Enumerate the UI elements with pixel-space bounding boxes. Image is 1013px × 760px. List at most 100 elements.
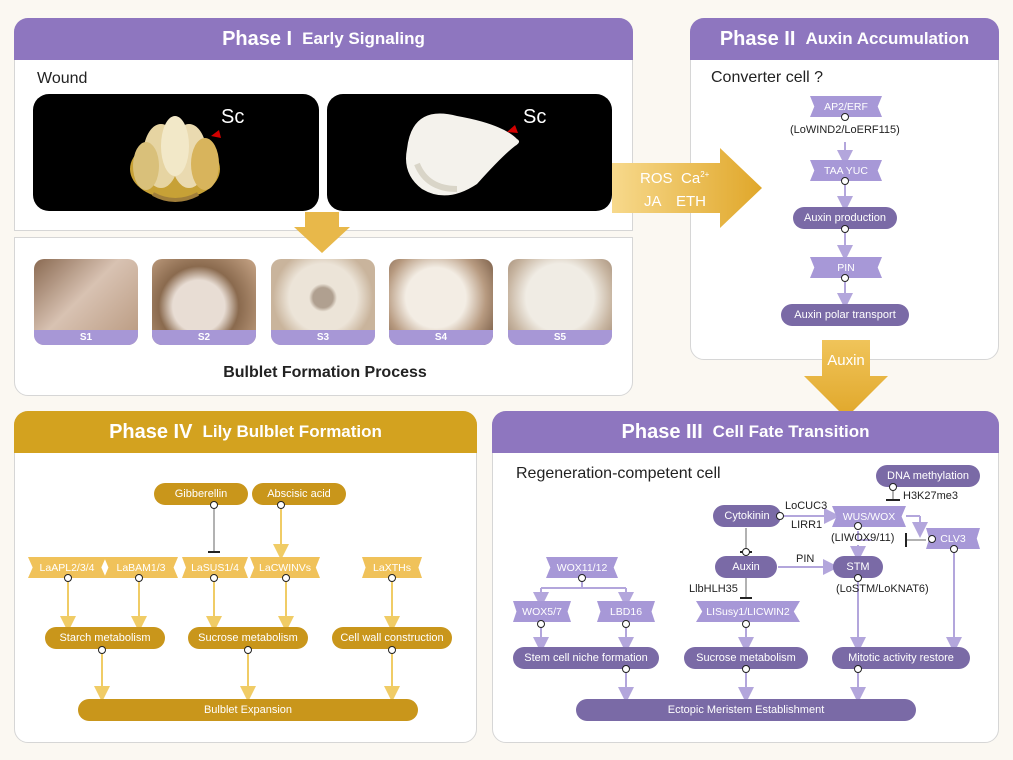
single-scale-image	[406, 113, 520, 196]
stage-s5-label: S5	[508, 330, 612, 345]
auxin-arrow-label: Auxin	[827, 352, 865, 369]
stage-s4: S4	[389, 259, 493, 345]
phase1-title: Early Signaling	[302, 29, 425, 48]
wound-label: Wound	[37, 70, 88, 87]
phase1-divider	[14, 230, 633, 238]
ap2-dot	[841, 113, 849, 121]
ectopic-meristem-node: Ectopic Meristem Establishment	[576, 699, 916, 721]
gibberellin-dot	[210, 501, 218, 509]
signal-ca-text: Ca	[681, 170, 701, 187]
signal-eth: ETH	[676, 193, 706, 210]
lisusy-node: LISusy1/LICWIN2	[696, 601, 800, 622]
phase4-title: Lily Bulblet Formation	[202, 422, 382, 441]
phase1-header: Phase I Early Signaling	[14, 18, 633, 60]
signal-ros: ROS	[640, 170, 673, 187]
bulblet-expansion-node: Bulblet Expansion	[78, 699, 418, 721]
stage-s1-label: S1	[34, 330, 138, 345]
signal-ca-sup: 2+	[700, 170, 710, 179]
pin3-label: PIN	[796, 553, 815, 565]
wox57-dot	[537, 620, 545, 628]
laxth-dot	[388, 574, 396, 582]
pin-dot	[841, 274, 849, 282]
stem-niche-dot	[622, 665, 630, 673]
phase3-header: Phase III Cell Fate Transition	[492, 411, 999, 453]
clv3-dot-left	[928, 535, 936, 543]
laxth-node: LaXTHs	[362, 557, 422, 578]
lasus-node: LaSUS1/4	[182, 557, 248, 578]
bulb-scales-image	[123, 94, 233, 211]
sucrose4-node: Sucrose metabolism	[188, 627, 308, 649]
llbhlh-label: LlbHLH35	[689, 583, 738, 595]
sucrose4-dot	[244, 646, 252, 654]
lbd16-dot	[622, 620, 630, 628]
mitotic-node: Mitotic activity restore	[832, 647, 970, 669]
phase4-header: Phase IV Lily Bulblet Formation	[14, 411, 477, 453]
phase3-title: Cell Fate Transition	[712, 422, 870, 441]
starch-node: Starch metabolism	[45, 627, 165, 649]
pin-node: PIN	[810, 257, 882, 278]
bulb-photo-left: Sc	[33, 94, 319, 211]
auxin3-dot	[742, 548, 750, 556]
stage-s2-label: S2	[152, 330, 256, 345]
converter-cell-label: Converter cell ?	[711, 69, 824, 86]
stm-dot	[854, 574, 862, 582]
h3k27-label: H3K27me3	[903, 490, 959, 502]
phase4-label: Phase IV	[109, 420, 193, 443]
liwox-label: (LIWOX9/11)	[831, 532, 895, 544]
lacwin-dot	[282, 574, 290, 582]
competent-cell-label: Regeneration-competent cell	[516, 465, 721, 482]
stage-s3-label: S3	[271, 330, 375, 345]
bulb-photo-right: Sc	[327, 94, 612, 211]
phase2-header: Phase II Auxin Accumulation	[690, 18, 999, 60]
abscisic-dot	[277, 501, 285, 509]
stage-s4-label: S4	[389, 330, 493, 345]
clv3-dot	[950, 545, 958, 553]
wox1112-dot	[578, 574, 586, 582]
phase3-label: Phase III	[621, 420, 703, 443]
sc-label-left: Sc	[221, 106, 245, 128]
signal-ca: Ca2+	[681, 170, 709, 187]
cytokinin-dot	[776, 512, 784, 520]
lostm-label: (LoSTM/LoKNAT6)	[836, 583, 929, 595]
wox1112-node: WOX11/12	[546, 557, 618, 578]
wox57-node: WOX5/7	[513, 601, 571, 622]
stm-node: STM	[833, 556, 883, 578]
abscisic-node: Abscisic acid	[252, 483, 346, 505]
taa-dot	[841, 177, 849, 185]
gibberellin-node: Gibberellin	[154, 483, 248, 505]
laapl-node: LaAPL2/3/4	[28, 557, 106, 578]
starch-dot	[98, 646, 106, 654]
stage-s1: S1	[34, 259, 138, 345]
cellwall-node: Cell wall construction	[332, 627, 452, 649]
dna-methylation-node: DNA methylation	[876, 465, 980, 487]
clv3-node: CLV3	[926, 528, 980, 549]
lasus-dot	[210, 574, 218, 582]
labam-node: LaBAM1/3	[104, 557, 178, 578]
lirr1-label: LIRR1	[791, 519, 823, 531]
lisusy-dot	[742, 620, 750, 628]
ap2-erf-node: AP2/ERF	[810, 96, 882, 117]
labam-dot	[135, 574, 143, 582]
stage-s5: S5	[508, 259, 612, 345]
lacwin-node: LaCWINVs	[250, 557, 320, 578]
lowind-label: (LoWIND2/LoERF115)	[790, 124, 900, 136]
wuswox-node: WUS/WOX	[832, 506, 906, 527]
wuswox-dot	[854, 522, 862, 530]
taa-yuc-node: TAA YUC	[810, 160, 882, 181]
sc-label-right: Sc	[523, 106, 547, 128]
phase1-label: Phase I	[222, 27, 293, 50]
auxin3-node: Auxin	[715, 556, 777, 578]
stage-s3: S3	[271, 259, 375, 345]
cytokinin-node: Cytokinin	[713, 505, 781, 527]
bulblet-process-label: Bulblet Formation Process	[223, 364, 427, 381]
locuc3-label: LoCUC3	[785, 500, 828, 512]
signal-ja: JA	[644, 193, 662, 210]
auxin-production-node: Auxin production	[793, 207, 897, 229]
sucrose3-dot	[742, 665, 750, 673]
auxin-prod-dot	[841, 225, 849, 233]
cellwall-dot	[388, 646, 396, 654]
lbd16-node: LBD16	[597, 601, 655, 622]
sucrose3-node: Sucrose metabolism	[684, 647, 808, 669]
stem-niche-node: Stem cell niche formation	[513, 647, 659, 669]
dna-meth-dot	[889, 483, 897, 491]
